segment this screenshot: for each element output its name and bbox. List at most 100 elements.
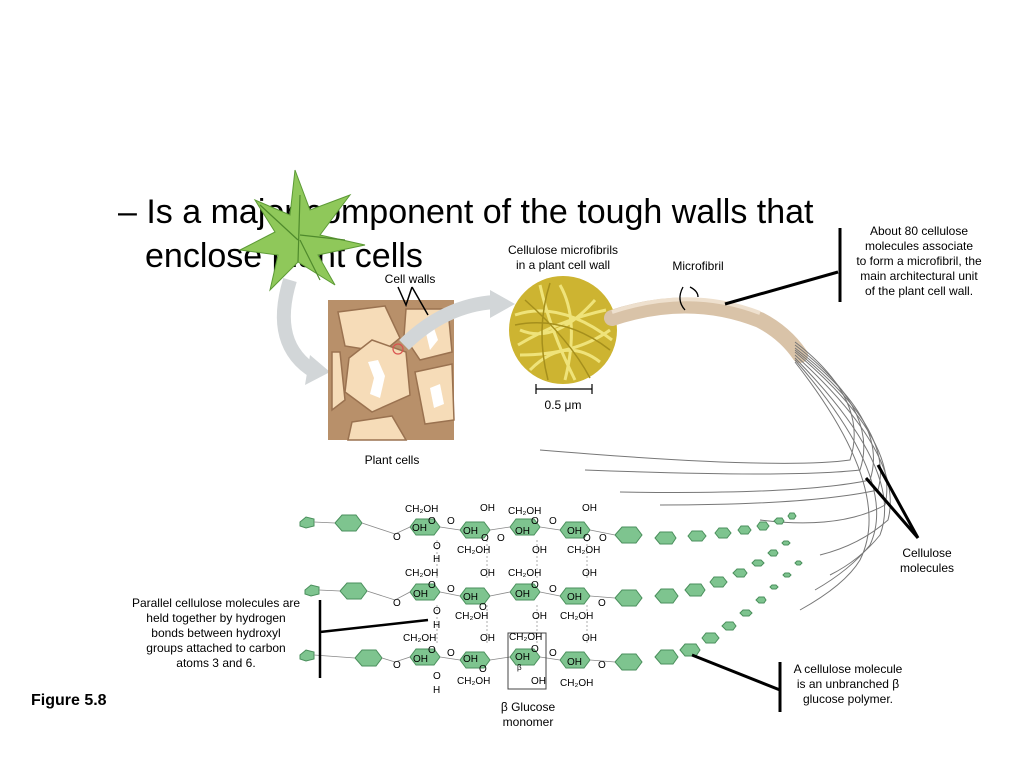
- chem-o: O: [549, 648, 557, 659]
- glucose-monomer-line: β Glucose: [500, 700, 556, 714]
- cellulose-molecules-line: molecules: [899, 561, 955, 575]
- chem-o: O: [447, 648, 455, 659]
- chem-o: O: [479, 664, 487, 675]
- chain-links: [313, 521, 616, 663]
- scale-bar: [535, 384, 593, 394]
- arrow-cells-to-microfibrils: [399, 295, 496, 351]
- chem-oh: OH: [531, 676, 546, 687]
- about80-line: molecules associate: [864, 239, 974, 253]
- microfibrils-title: Cellulose microfibrils in a plant cell w…: [490, 243, 636, 273]
- chem-o: O: [447, 584, 455, 595]
- chem-oh: OH: [567, 657, 582, 668]
- chem-ch2oh: CH₂OH: [455, 611, 488, 622]
- parallel-line: Parallel cellulose molecules are: [131, 596, 301, 610]
- chem-ch2oh: CH₂OH: [403, 633, 436, 644]
- cellulose-molecules-label: Cellulose molecules: [880, 546, 974, 576]
- chem-oh: OH: [480, 633, 495, 644]
- unbranched-label: A cellulose molecule is an unbranched β …: [778, 662, 918, 707]
- chem-o: O: [549, 584, 557, 595]
- chem-h: H: [433, 620, 440, 631]
- chem-o: O: [428, 645, 436, 656]
- chem-oh: OH: [567, 592, 582, 603]
- chem-oh: OH: [412, 523, 427, 534]
- chem-o: O: [549, 516, 557, 527]
- microfibrils-title-line-1: Cellulose microfibrils: [507, 243, 619, 257]
- parallel-label: Parallel cellulose molecules are held to…: [114, 596, 318, 671]
- about80-line: main architectural unit: [860, 269, 978, 283]
- chem-ch2oh: CH₂OH: [560, 611, 593, 622]
- microfibril-label: Microfibril: [672, 259, 724, 273]
- chem-ch2oh: CH₂OH: [509, 632, 542, 643]
- chem-beta: β: [517, 663, 522, 672]
- chem-o: O: [598, 660, 606, 671]
- chem-o: O: [393, 660, 401, 671]
- chem-o: O: [428, 516, 436, 527]
- chem-oh: OH: [532, 545, 547, 556]
- chem-oh: OH: [463, 592, 478, 603]
- microfibril-micrograph: [509, 276, 617, 384]
- chem-h: H: [433, 685, 440, 696]
- parallel-line: atoms 3 and 6.: [176, 656, 256, 670]
- chem-oh: OH: [413, 654, 428, 665]
- arrow-leaf-to-cells: [276, 277, 319, 379]
- chem-oh: OH: [463, 526, 478, 537]
- unbranched-line: A cellulose molecule: [793, 662, 903, 676]
- hydrogen-bonds: [436, 540, 588, 645]
- cellulose-molecules-line: Cellulose: [902, 546, 952, 560]
- chem-ch2oh: CH₂OH: [567, 545, 600, 556]
- chem-o: O: [433, 606, 441, 617]
- chem-ch2oh: CH₂OH: [405, 504, 438, 515]
- microfibril-pointer: [724, 270, 839, 306]
- chem-h: H: [433, 554, 440, 565]
- chem-ch2oh: CH₂OH: [405, 568, 438, 579]
- glucose-monomer-label: β Glucose monomer: [486, 700, 570, 730]
- cellulose-chain-rows: [299, 512, 803, 671]
- chem-ch2oh: CH₂OH: [508, 568, 541, 579]
- chem-oh: OH: [582, 633, 597, 644]
- chem-oh: OH: [515, 652, 530, 663]
- glucose-monomer-box: [507, 632, 547, 690]
- chem-o: O: [531, 516, 539, 527]
- parallel-line: groups attached to carbon: [146, 641, 286, 655]
- chem-o: O: [433, 671, 441, 682]
- parallel-line: held together by hydrogen: [146, 611, 286, 625]
- glucose-monomer-line: monomer: [502, 715, 554, 729]
- chem-o: O: [428, 580, 436, 591]
- chem-o: O: [447, 516, 455, 527]
- chem-oh: OH: [515, 526, 530, 537]
- unbranched-line: glucose polymer.: [802, 692, 894, 706]
- chem-oh: OH: [532, 611, 547, 622]
- chem-o: O: [599, 533, 607, 544]
- chem-ch2oh: CH₂OH: [457, 676, 490, 687]
- chem-oh: OH: [582, 503, 597, 514]
- chem-ch2oh: CH₂OH: [508, 506, 541, 517]
- chem-o: O: [598, 598, 606, 609]
- chem-oh: OH: [463, 654, 478, 665]
- parallel-pointer: [318, 600, 429, 678]
- about80-label: About 80 cellulose molecules associate t…: [838, 224, 1000, 299]
- chem-o: O: [531, 644, 539, 655]
- chem-oh: OH: [582, 568, 597, 579]
- chem-oh: OH: [567, 526, 582, 537]
- unbranched-line: is an unbranched β: [796, 677, 900, 691]
- plant-cells-label: Plant cells: [364, 453, 420, 467]
- chem-oh: OH: [515, 589, 530, 600]
- scale-bar-label: 0.5 μm: [544, 398, 582, 412]
- figure-label: Figure 5.8: [31, 692, 107, 709]
- about80-line: of the plant cell wall.: [864, 284, 974, 298]
- chem-o: O: [479, 602, 487, 613]
- chem-labels: CH₂OH OH CH₂OH OH O O O O OH OH OH OH O …: [393, 503, 607, 696]
- chem-o: O: [583, 533, 591, 544]
- chem-o: O: [393, 598, 401, 609]
- about80-line: to form a microfibril, the: [856, 254, 982, 268]
- leaf-icon: [238, 169, 366, 292]
- cellulose-molecules-pointer: [864, 464, 920, 539]
- about80-line: About 80 cellulose: [869, 224, 969, 238]
- microfibril-fiber: [604, 297, 808, 363]
- chem-oh: OH: [480, 568, 495, 579]
- chem-oh: OH: [480, 503, 495, 514]
- unbranched-pointer: [691, 653, 782, 712]
- microfibrils-title-line-2: in a plant cell wall: [515, 258, 611, 272]
- cell-walls-label: Cell walls: [384, 272, 436, 286]
